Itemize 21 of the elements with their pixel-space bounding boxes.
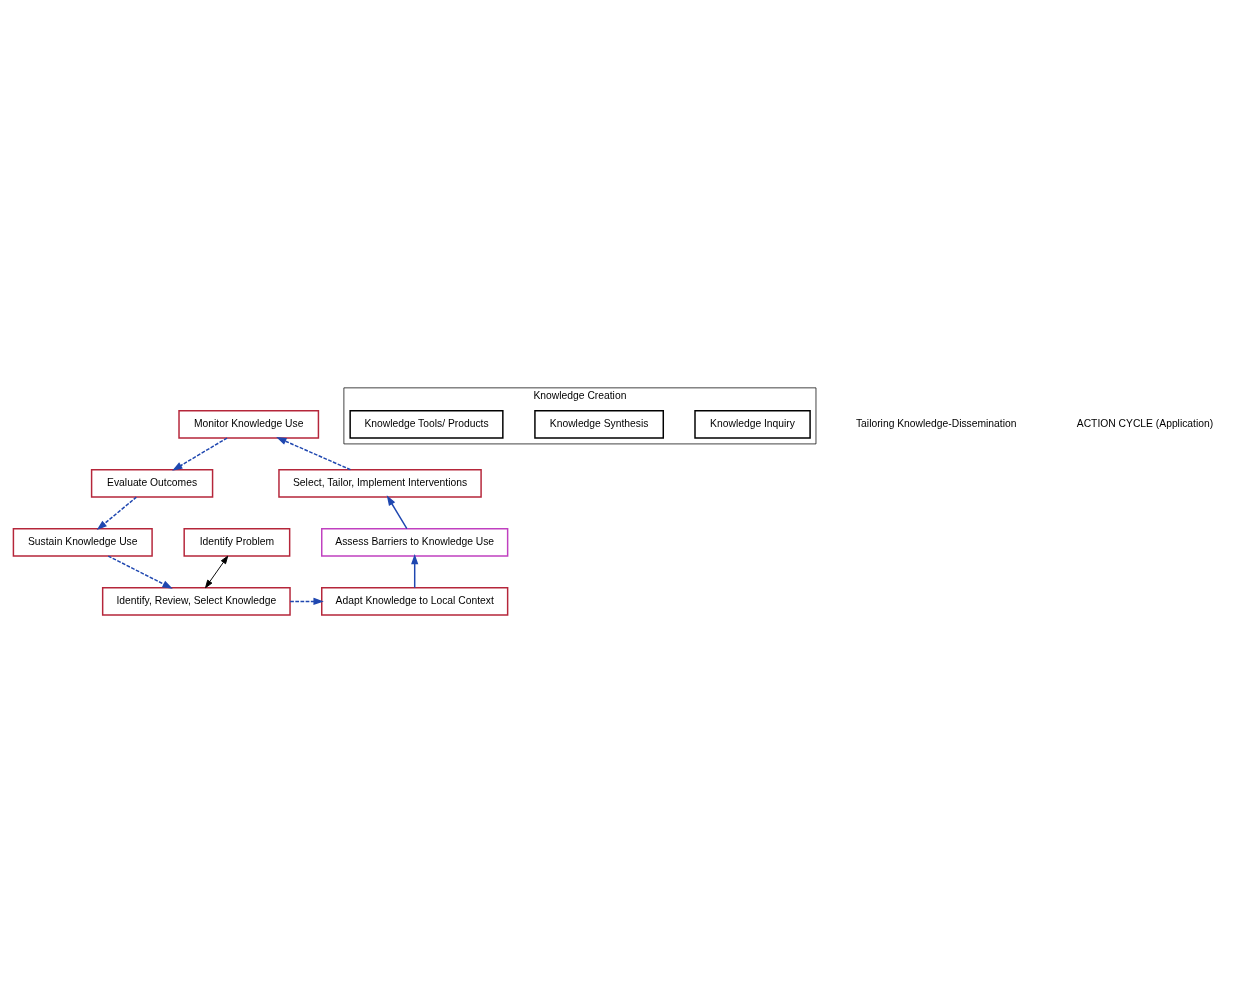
node-box: Sustain Knowledge Use	[12, 527, 153, 557]
arrow	[107, 554, 173, 589]
arrow	[386, 494, 408, 529]
node-box: Adapt Knowledge to Local Context	[321, 586, 509, 616]
arrow	[172, 436, 228, 471]
arrow	[289, 597, 324, 605]
label: ACTION CYCLE (Application)	[1076, 417, 1214, 429]
arrow	[276, 436, 352, 470]
arrow	[411, 553, 419, 588]
node-box: Evaluate Outcomes	[90, 468, 214, 498]
node-box: Assess Barriers to Knowledge Use	[321, 527, 509, 557]
node-box: Identify Problem	[183, 527, 291, 557]
node-box: Select, Tailor, Implement Interventions	[278, 468, 482, 498]
node-box: Knowledge Synthesis	[534, 409, 664, 439]
arrow	[96, 495, 138, 530]
node-box: Knowledge Inquiry	[694, 409, 811, 439]
node-box: Monitor Knowledge Use	[178, 409, 320, 439]
arrow	[205, 555, 229, 588]
node-box: Knowledge Tools/ Products	[349, 409, 504, 439]
node-box: Identify, Review, Select Knowledge	[101, 586, 291, 616]
label: Tailoring Knowledge-Dissemination	[855, 417, 1017, 429]
